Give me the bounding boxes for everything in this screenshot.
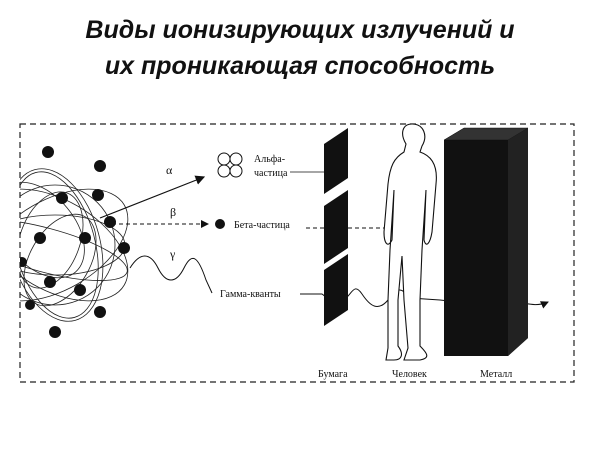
alpha-label-line-1: Альфа-	[254, 154, 285, 165]
title-line-2: их проникающая способность	[104, 52, 496, 80]
radiation-source	[20, 146, 130, 338]
human-figure	[383, 123, 437, 361]
gamma-symbol: γ	[169, 247, 176, 261]
diagram-frame	[19, 123, 575, 383]
gamma-label: Гамма-кванты	[220, 289, 281, 300]
title-line-1: Виды ионизирующих излучений и	[85, 16, 515, 44]
gamma-ray-incoming	[129, 255, 213, 294]
paper-label: Бумага	[318, 369, 348, 380]
beta-label: Бета-частица	[234, 220, 290, 231]
alpha-ray	[99, 175, 206, 219]
paper-barrier	[324, 128, 348, 326]
slide-title: Виды ионизирующих излучений и их проника…	[0, 12, 600, 84]
alpha-label-line-2: частица	[254, 168, 288, 179]
alpha-symbol: α	[166, 163, 173, 177]
beta-particle-icon	[215, 219, 225, 229]
beta-symbol: β	[170, 205, 176, 219]
human-label: Человек	[392, 369, 427, 380]
metal-label: Металл	[480, 369, 512, 380]
metal-block	[443, 127, 529, 356]
alpha-particle-icon	[217, 152, 243, 178]
